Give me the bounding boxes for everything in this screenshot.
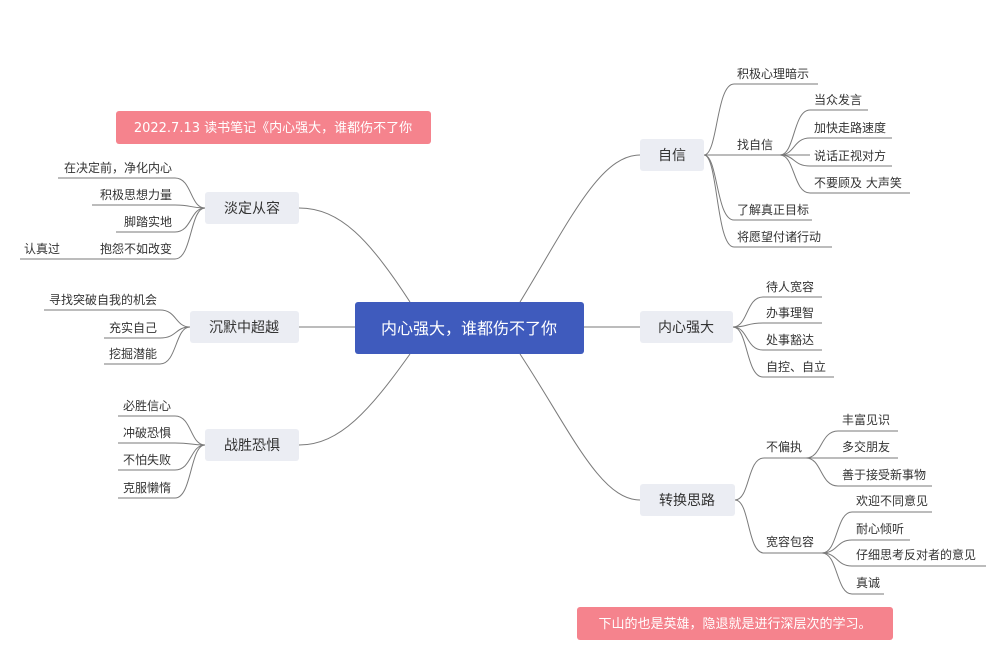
- leaf-danding-1[interactable]: 在决定前，净化内心: [64, 160, 172, 175]
- leaf-neixin-4[interactable]: 自控、自立: [766, 359, 826, 374]
- leaf-zhaozixin-4[interactable]: 不要顾及 大声笑: [814, 175, 902, 190]
- central-node[interactable]: 内心强大，谁都伤不了你: [355, 302, 584, 354]
- note-bottom-text: 下山的也是英雄，隐退就是进行深层次的学习。: [598, 616, 871, 632]
- leaf-kuanrong-3[interactable]: 仔细思考反对者的意见: [856, 547, 976, 562]
- central-node-label: 内心强大，谁都伤不了你: [381, 319, 557, 338]
- leaf-zhansheng-3[interactable]: 不怕失败: [123, 452, 171, 467]
- leaf-kuanrong-4[interactable]: 真诚: [856, 576, 880, 590]
- branch-node-chenmo[interactable]: 沉默中超越: [190, 311, 299, 343]
- leaf-neixin-3[interactable]: 处事豁达: [766, 332, 814, 347]
- branch-label-neixin: 内心强大: [658, 320, 714, 336]
- connector-zhuanhuan: [519, 353, 641, 501]
- branch-node-zixin[interactable]: 自信: [640, 139, 704, 171]
- connectors: [20, 83, 986, 595]
- leaf-chenmo-3[interactable]: 挖掘潜能: [109, 346, 157, 361]
- leaf-liaojie[interactable]: 了解真正目标: [737, 203, 809, 217]
- leaf-danding-2[interactable]: 积极思想力量: [100, 187, 172, 202]
- leaf-zhansheng-1[interactable]: 必胜信心: [123, 398, 171, 413]
- branch-label-zixin: 自信: [658, 148, 686, 164]
- branch-label-zhuanhuan: 转换思路: [659, 492, 715, 509]
- branch-node-zhansheng[interactable]: 战胜恐惧: [205, 429, 299, 461]
- leaf-neixin-1[interactable]: 待人宽容: [766, 279, 814, 294]
- note-top-text: 2022.7.13 读书笔记《内心强大，谁都伤不了你: [134, 120, 412, 136]
- leaf-bupianzhi-1[interactable]: 丰富见识: [842, 412, 890, 427]
- branch-label-danding: 淡定从容: [224, 200, 280, 217]
- leaf-labels: 积极心理暗示 找自信 当众发言 加快走路速度 说话正视对方 不要顾及 大声笑 了…: [24, 66, 976, 590]
- branch-node-zhuanhuan[interactable]: 转换思路: [640, 484, 735, 516]
- note-bottom: 下山的也是英雄，隐退就是进行深层次的学习。: [577, 607, 893, 640]
- connector-zixin: [519, 154, 641, 303]
- leaf-chenmo-2[interactable]: 充实自己: [109, 320, 157, 335]
- leaf-danding-4[interactable]: 抱怨不如改变: [100, 241, 172, 256]
- leaf-zhansheng-4[interactable]: 克服懒惰: [123, 481, 171, 495]
- branch-label-zhansheng: 战胜恐惧: [224, 438, 280, 454]
- leaf-bupianzhi[interactable]: 不偏执: [766, 439, 802, 454]
- leaf-danding-sub[interactable]: 认真过: [24, 242, 60, 256]
- leaf-bupianzhi-3[interactable]: 善于接受新事物: [842, 467, 926, 482]
- branch-label-chenmo: 沉默中超越: [209, 320, 279, 336]
- leaf-chenmo-1[interactable]: 寻找突破自我的机会: [49, 292, 157, 307]
- leaf-zhaozixin-2[interactable]: 加快走路速度: [814, 120, 886, 135]
- leaf-kuanrong-1[interactable]: 欢迎不同意见: [856, 493, 928, 508]
- leaf-zhaozixin[interactable]: 找自信: [737, 138, 773, 152]
- leaf-zhaozixin-3[interactable]: 说话正视对方: [814, 148, 886, 163]
- leaf-kuanrong-2[interactable]: 耐心倾听: [856, 522, 904, 536]
- leaf-bupianzhi-2[interactable]: 多交朋友: [842, 439, 890, 454]
- leaf-zhaozixin-1[interactable]: 当众发言: [814, 92, 862, 107]
- note-top: 2022.7.13 读书笔记《内心强大，谁都伤不了你: [116, 111, 431, 144]
- branch-node-neixin[interactable]: 内心强大: [640, 311, 733, 343]
- leaf-kuanrong[interactable]: 宽容包容: [766, 534, 814, 549]
- leaf-jiji[interactable]: 积极心理暗示: [737, 66, 809, 81]
- connector-danding: [298, 207, 411, 303]
- leaf-danding-3[interactable]: 脚踏实地: [124, 214, 172, 229]
- connector-zhansheng: [298, 353, 411, 446]
- leaf-jiangyuan[interactable]: 将愿望付诸行动: [737, 230, 821, 244]
- leaf-neixin-2[interactable]: 办事理智: [766, 305, 814, 320]
- leaf-zhansheng-2[interactable]: 冲破恐惧: [123, 425, 171, 440]
- branch-node-danding[interactable]: 淡定从容: [205, 192, 299, 224]
